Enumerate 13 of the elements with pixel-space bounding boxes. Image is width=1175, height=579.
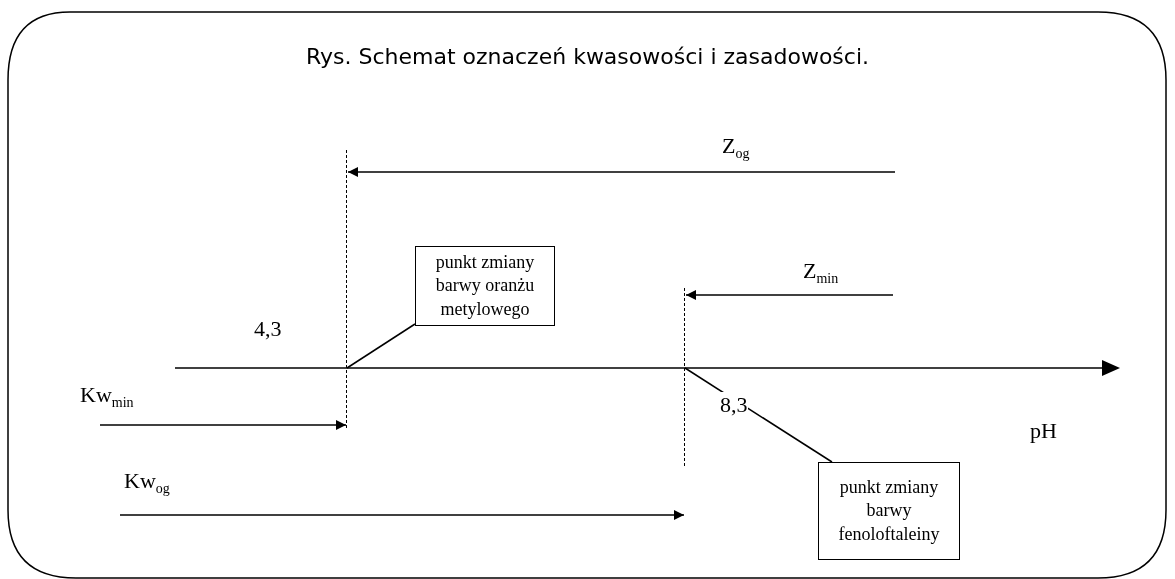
note-text: punkt zmiany barwy fenoloftaleiny [837, 475, 941, 546]
arrow [685, 290, 894, 300]
arrow [99, 420, 347, 430]
arrow [119, 510, 685, 520]
arrow [347, 167, 896, 177]
dashed-line [684, 288, 685, 466]
leader-line [346, 323, 416, 369]
diagram-title: Rys. Schemat oznaczeń kwasowości i zasadowości. [305, 44, 869, 69]
value-label: 8,3 [720, 392, 748, 418]
dashed-line [346, 150, 347, 428]
note-box [818, 462, 960, 560]
note-box [415, 246, 555, 326]
note-text: punkt zmiany barwy oranżu metylowego [434, 250, 536, 321]
